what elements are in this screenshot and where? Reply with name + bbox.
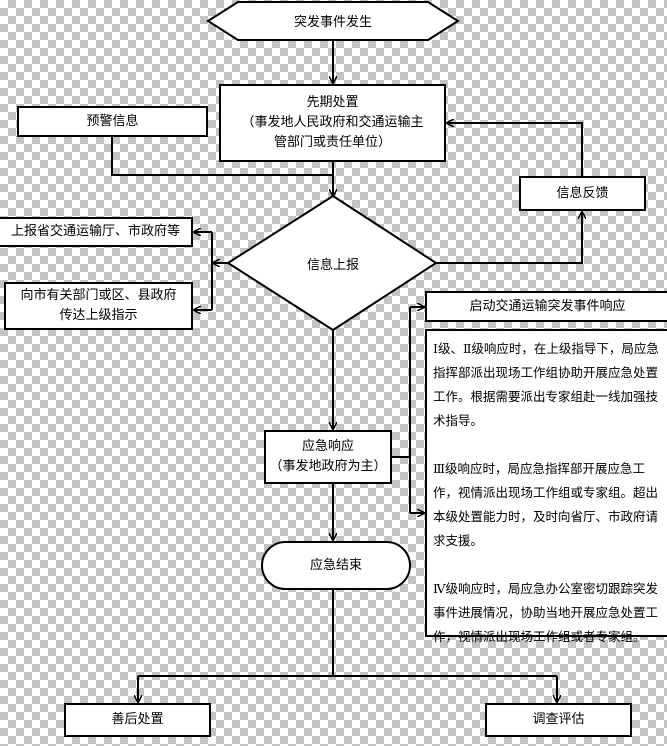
- start-hexagon: [206, 1, 460, 41]
- response-subtitle: （事发地政府为主）: [269, 459, 387, 474]
- level-4-text: Ⅳ级响应时，局应急办公室密切跟踪突发事件进展情况，协助当地开展应急处置工作，视情…: [433, 581, 659, 644]
- emergency-end-box: 应急结束: [261, 541, 411, 590]
- convey-line2: 传达上级指示: [59, 308, 138, 323]
- report-up-box: 上报省交通运输厅、市政府等: [0, 217, 193, 247]
- aftermath-box: 善后处置: [64, 703, 211, 737]
- initial-line2: （事发地人民政府和交通运输主: [241, 115, 424, 130]
- response-title: 应急响应: [301, 439, 354, 454]
- convey-line1: 向市有关部门或区、县政府: [20, 288, 177, 303]
- initial-line3: 管部门或责任单位）: [273, 135, 391, 150]
- level-3-text: Ⅲ级响应时，局应急指挥部开展应急工作，视情派出现场工作组或专家组。超出本级处置能…: [433, 461, 659, 548]
- launch-response-box: 启动交通运输突发事件响应: [425, 291, 667, 322]
- emergency-response-box: 应急响应 （事发地政府为主）: [264, 430, 392, 484]
- level-1-2-text: Ⅰ级、Ⅱ级响应时，在上级指导下，局应急指挥部派出现场工作组协助开展应急处置工作。…: [433, 341, 659, 428]
- initial-handling-box: 先期处置 （事发地人民政府和交通运输主 管部门或责任单位）: [219, 84, 446, 162]
- warning-box: 预警信息: [17, 106, 208, 137]
- response-levels-box: Ⅰ级、Ⅱ级响应时，在上级指导下，局应急指挥部派出现场工作组协助开展应急处置工作。…: [425, 329, 667, 644]
- start-node: 突发事件发生: [293, 15, 372, 30]
- convey-box: 向市有关部门或区、县政府 传达上级指示: [4, 282, 193, 330]
- initial-title: 先期处置: [306, 95, 359, 110]
- investigation-box: 调查评估: [485, 703, 632, 737]
- feedback-box: 信息反馈: [519, 176, 646, 211]
- report-node: 信息上报: [306, 258, 359, 273]
